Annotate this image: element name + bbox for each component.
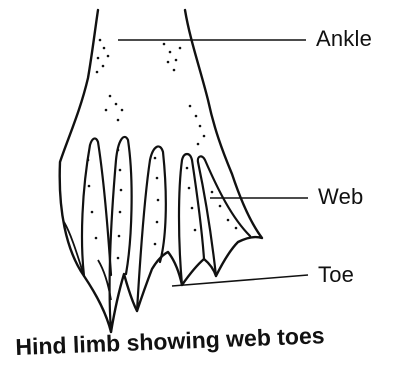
limb-outline — [60, 10, 262, 332]
label-web: Web — [318, 186, 363, 208]
leader-toe — [172, 275, 308, 286]
toe-5 — [198, 156, 250, 276]
label-ankle: Ankle — [316, 28, 372, 50]
label-toe: Toe — [318, 264, 354, 286]
toe-3 — [137, 146, 166, 311]
toe-2 — [110, 137, 132, 332]
toe-1 — [82, 138, 111, 276]
